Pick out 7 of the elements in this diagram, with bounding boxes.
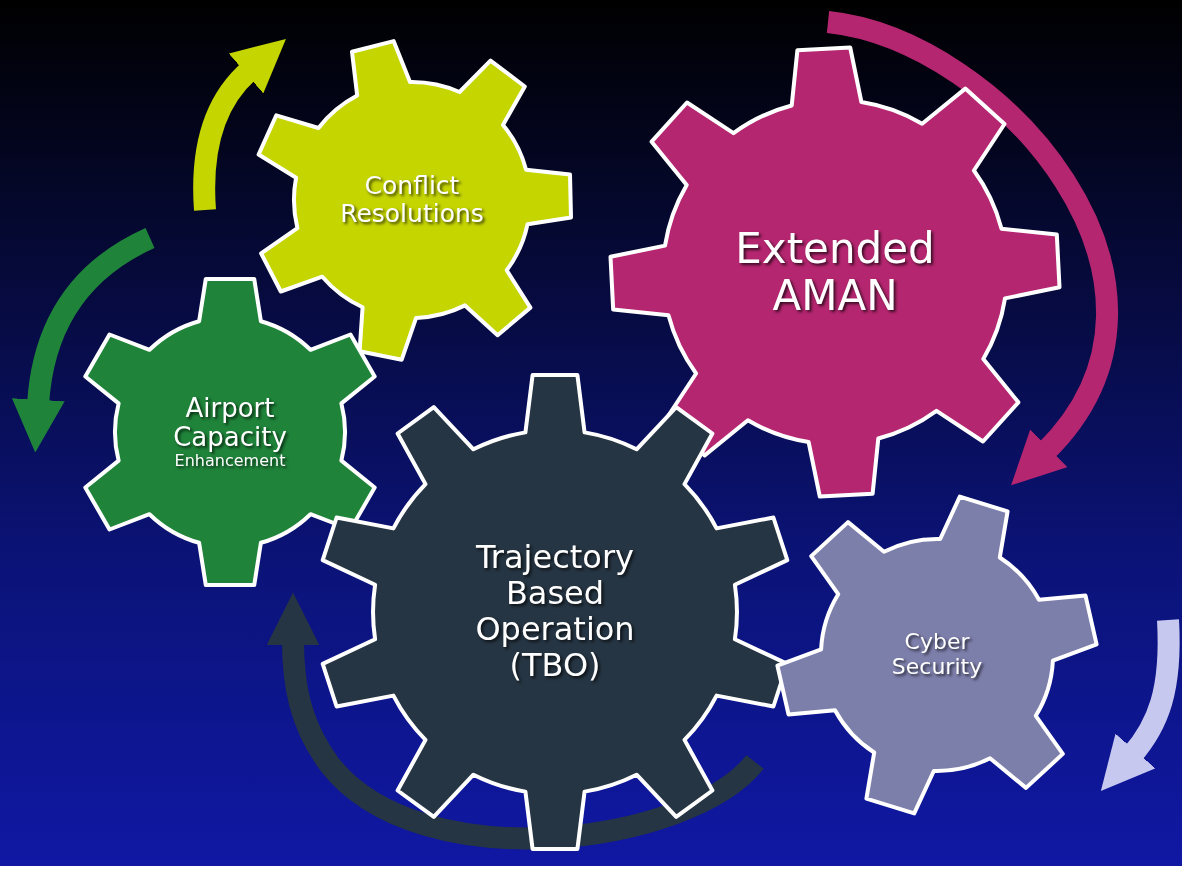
gear-label: Extended AMAN [734, 224, 936, 320]
gear-label: Airport Capacity [172, 393, 288, 453]
gear-label: Enhancement [174, 452, 286, 471]
gear-label: Trajectory Based Operation (TBO) [474, 540, 636, 684]
gear [606, 43, 1064, 501]
gear-label: Conflict Resolutions [339, 172, 485, 228]
gear-label: Cyber Security [890, 630, 984, 680]
